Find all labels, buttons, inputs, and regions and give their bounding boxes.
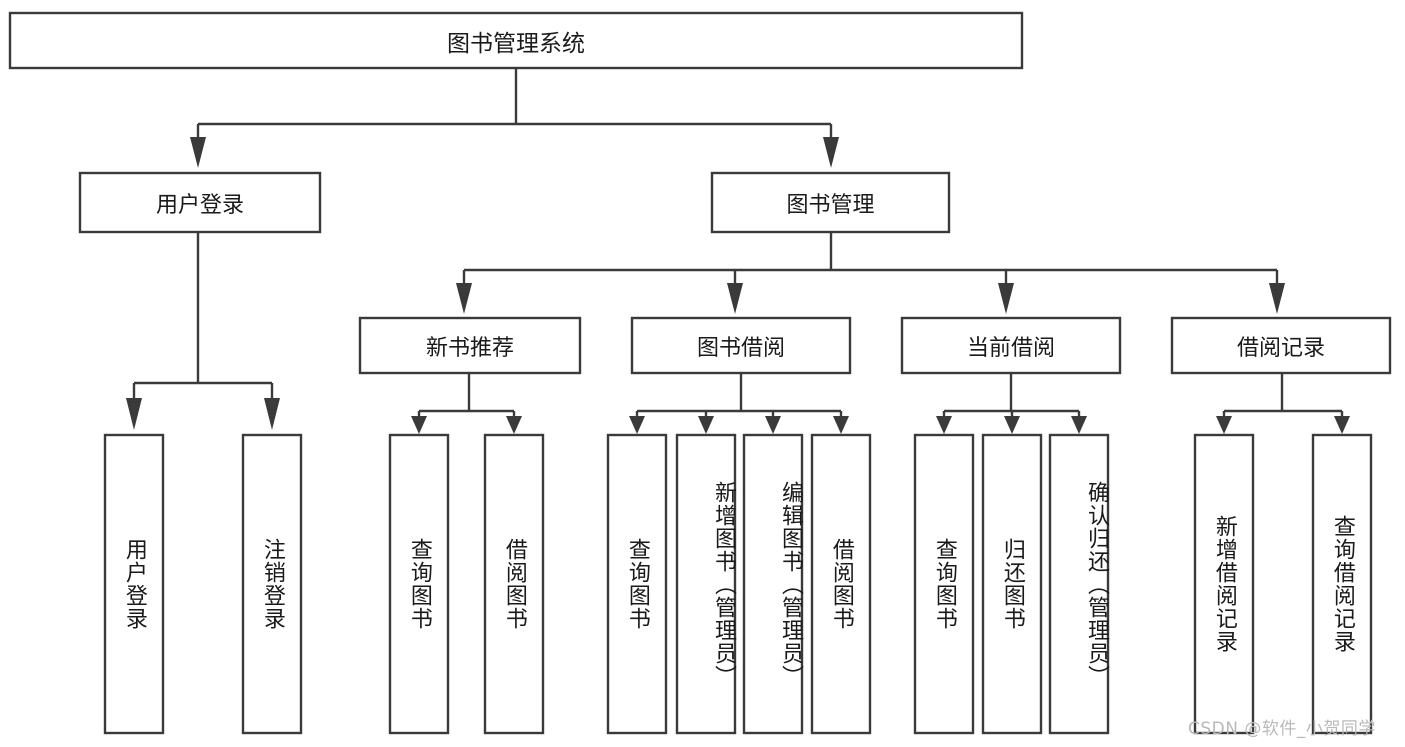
connectors-borrow-record-to-leaves — [1216, 373, 1350, 434]
connectors-book-borrow-to-leaves — [629, 373, 849, 434]
node-box-leaf-3[interactable] — [483, 433, 545, 735]
arrowhead-bb-leaf-3 — [765, 416, 781, 434]
arrowhead-br-leaf-2 — [1334, 416, 1350, 434]
arrowhead-new-book-rec — [456, 283, 472, 314]
arrowhead-current-borrow — [998, 283, 1014, 314]
node-box-leaf-10[interactable] — [1048, 433, 1110, 735]
node-box-leaf-7[interactable] — [810, 433, 872, 735]
arrowhead-borrow-record — [1269, 283, 1285, 314]
arrowhead-cb-leaf-2 — [1004, 416, 1020, 434]
node-box-borrow-record[interactable] — [1170, 316, 1392, 375]
arrowhead-user-login — [190, 137, 206, 168]
node-box-new-book-recommend[interactable] — [358, 316, 582, 375]
connectors-user-login-to-leaves — [126, 232, 280, 430]
connectors-root-to-level1 — [190, 68, 839, 168]
connectors-current-borrow-to-leaves — [936, 373, 1087, 434]
connectors-book-mgmt-to-level2 — [456, 232, 1285, 314]
node-box-leaf-11[interactable] — [1193, 433, 1255, 735]
arrowhead-bb-leaf-2 — [698, 416, 714, 434]
node-box-leaf-5[interactable] — [675, 433, 737, 735]
arrowhead-nbr-leaf-2 — [506, 416, 522, 434]
arrowhead-leaf-user-login — [126, 398, 142, 430]
node-box-leaf-8[interactable] — [913, 433, 975, 735]
node-box-leaf-12[interactable] — [1311, 433, 1373, 735]
node-box-current-borrow[interactable] — [900, 316, 1122, 375]
node-box-leaf-9[interactable] — [981, 433, 1043, 735]
node-box-leaf-4[interactable] — [606, 433, 668, 735]
arrowhead-cb-leaf-3 — [1071, 416, 1087, 434]
node-box-leaf-6[interactable] — [742, 433, 804, 735]
arrowhead-leaf-logout — [264, 398, 280, 430]
watermark-text: CSDN @软件_小贺同学 — [1188, 719, 1376, 739]
arrowhead-br-leaf-1 — [1216, 416, 1232, 434]
node-box-book-borrow[interactable] — [630, 316, 852, 375]
arrowhead-book-borrow — [727, 283, 743, 314]
arrowhead-nbr-leaf-1 — [411, 416, 427, 434]
arrowhead-cb-leaf-1 — [936, 416, 952, 434]
arrowhead-book-mgmt — [823, 137, 839, 168]
node-box-leaf-1[interactable] — [241, 433, 303, 735]
arrowhead-bb-leaf-1 — [629, 416, 645, 434]
connectors-new-book-rec-to-leaves — [411, 373, 522, 434]
node-box-leaf-0[interactable] — [103, 433, 165, 735]
arrowhead-bb-leaf-4 — [833, 416, 849, 434]
node-box-leaf-2[interactable] — [388, 433, 450, 735]
node-box-book-management[interactable] — [710, 171, 951, 234]
node-box-user-login[interactable] — [78, 171, 322, 234]
node-box-root[interactable] — [8, 11, 1024, 70]
